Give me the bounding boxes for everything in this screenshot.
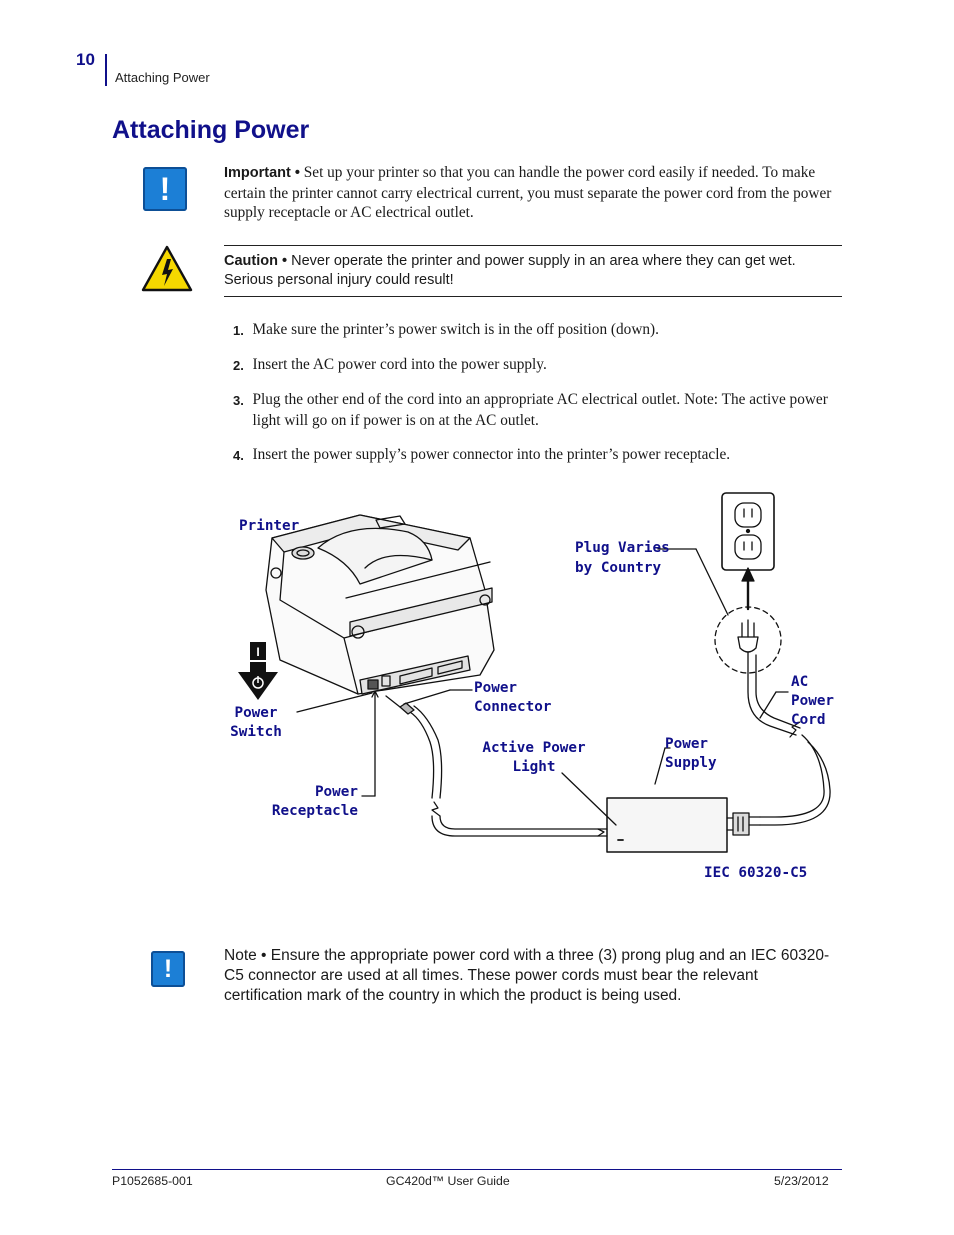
- step-number: 1.: [233, 323, 244, 338]
- connector-label-line-2: Connector: [474, 699, 552, 715]
- important-lead: Important •: [224, 165, 300, 181]
- plug-label-line-2: by Country: [575, 560, 661, 576]
- step-number: 3.: [233, 393, 244, 408]
- power-connection-diagram: I Printer Plug Varies by Country AC Powe…: [230, 492, 834, 881]
- printer-illustration: [265, 514, 495, 695]
- step-number: 2.: [233, 358, 244, 373]
- light-label-line-2: Light: [512, 759, 555, 775]
- step-item: 3. Plug the other end of the cord into an…: [233, 390, 833, 431]
- step-text: Make sure the printer’s power switch is …: [252, 321, 659, 338]
- electrical-hazard-icon: [141, 245, 193, 292]
- caution-box: Caution • Never operate the printer and …: [224, 245, 842, 297]
- step-number: 4.: [233, 448, 244, 463]
- ac-cord-label-line-1: AC: [791, 674, 808, 690]
- note-icon: !: [151, 951, 185, 987]
- supply-label-line-2: Supply: [665, 755, 717, 771]
- step-item: 4. Insert the power supply’s power connec…: [233, 445, 833, 466]
- power-switch-arrow-icon: I: [238, 642, 278, 700]
- connector-label-line-1: Power: [474, 680, 517, 696]
- footer-date: 5/23/2012: [774, 1174, 829, 1188]
- important-text: Set up your printer so that you can hand…: [224, 164, 832, 222]
- header-divider: [105, 54, 107, 86]
- svg-text:I: I: [256, 645, 259, 659]
- step-text: Insert the power supply’s power connecto…: [252, 446, 731, 463]
- switch-label-line-2: Switch: [230, 724, 282, 740]
- iec-label: IEC 60320-C5: [704, 865, 807, 881]
- plug-label-line-1: Plug Varies: [575, 540, 670, 556]
- receptacle-label-line-1: Power: [315, 784, 358, 800]
- printer-label: Printer: [239, 518, 300, 534]
- receptacle-label-line-2: Receptacle: [272, 803, 358, 819]
- iec-connector-illustration: [732, 812, 750, 836]
- caution-lead: Caution •: [224, 253, 288, 269]
- wall-outlet-illustration: [721, 492, 775, 571]
- light-label-line-1: Active Power: [482, 740, 586, 756]
- footer-guide-title: GC420d™ User Guide: [386, 1174, 510, 1188]
- footer-doc-number: P1052685-001: [112, 1174, 193, 1188]
- footer-divider: [112, 1169, 842, 1171]
- page-number: 10: [76, 50, 95, 69]
- caution-paragraph: Caution • Never operate the printer and …: [224, 252, 842, 289]
- important-icon: !: [143, 167, 187, 211]
- step-text: Plug the other end of the cord into an a…: [252, 391, 828, 429]
- step-item: 1. Make sure the printer’s power switch i…: [233, 320, 833, 341]
- switch-label-line-1: Power: [234, 705, 277, 721]
- running-section-title: Attaching Power: [115, 70, 210, 85]
- ac-plug-illustration: [737, 619, 759, 653]
- step-item: 2. Insert the AC power cord into the powe…: [233, 355, 833, 376]
- supply-label-line-1: Power: [665, 736, 708, 752]
- ac-cord-label-line-2: Power: [791, 693, 834, 709]
- power-supply-illustration: [606, 797, 728, 853]
- step-text: Insert the AC power cord into the power …: [252, 356, 547, 373]
- ac-cord-label-line-3: Cord: [791, 712, 825, 728]
- page-title: Attaching Power: [112, 116, 310, 144]
- caution-text: Never operate the printer and power supp…: [224, 253, 796, 288]
- important-paragraph: Important • Set up your printer so that …: [224, 163, 834, 223]
- note-paragraph: Note • Ensure the appropriate power cord…: [224, 947, 830, 1004]
